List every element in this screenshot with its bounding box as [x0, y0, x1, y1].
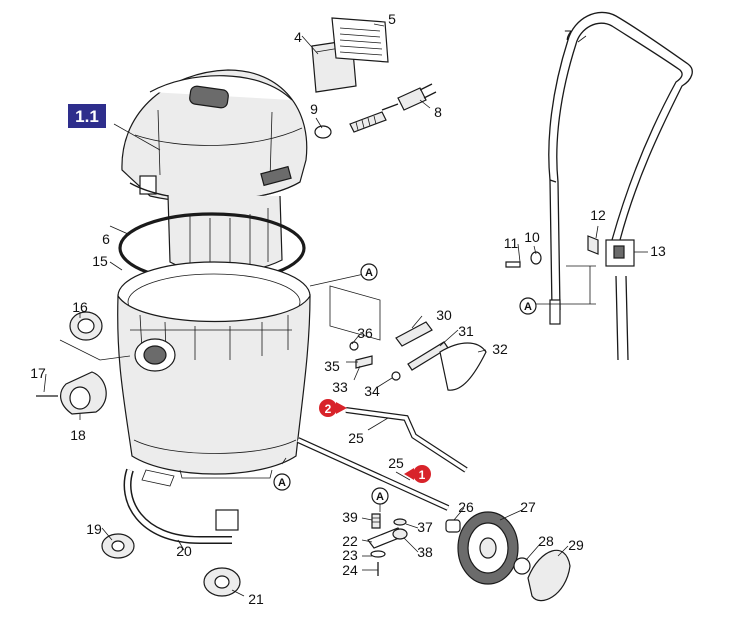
part-number: 11	[504, 235, 519, 251]
part-number: 27	[520, 499, 536, 515]
part-number: 37	[417, 519, 433, 535]
assembly-label-badge: 1.1	[68, 104, 106, 128]
reference-letter: A	[524, 301, 532, 313]
part-number: 19	[86, 521, 102, 537]
motor-head	[121, 69, 308, 274]
axle-rods	[296, 407, 468, 511]
part-number: 18	[70, 427, 86, 443]
side-brackets	[329, 285, 487, 391]
part-number: 35	[324, 358, 340, 374]
part-number: 15	[92, 253, 108, 269]
part-number: 39	[342, 509, 358, 525]
wheel-assembly	[445, 511, 571, 602]
part-number: 9	[310, 101, 318, 117]
part-number: 5	[388, 11, 396, 27]
part-number: 17	[30, 365, 46, 381]
reference-letter: A	[365, 267, 373, 279]
leader-lines	[43, 23, 648, 597]
reference-marker-1: A	[360, 263, 378, 281]
part-number: 13	[650, 243, 666, 259]
part-number: 28	[538, 533, 554, 549]
part-number: 25	[348, 430, 364, 446]
push-handle	[548, 11, 693, 361]
hose-coupling	[36, 311, 107, 415]
cable-clamp	[314, 111, 387, 139]
part-number: 22	[342, 533, 358, 549]
reference-marker-3: A	[273, 473, 291, 491]
hose-and-casters	[101, 468, 241, 597]
small-fasteners	[367, 513, 408, 576]
part-number: 32	[492, 341, 508, 357]
reference-letter: A	[278, 477, 286, 489]
cover-grille	[331, 17, 389, 63]
tank	[117, 261, 311, 479]
part-number: 12	[590, 207, 606, 223]
callout-badge-2: 2	[319, 399, 347, 417]
part-number: 25	[388, 455, 404, 471]
part-number: 20	[176, 543, 192, 559]
part-number: 7	[564, 27, 572, 43]
part-number: 8	[434, 104, 442, 120]
part-number: 31	[458, 323, 474, 339]
part-number: 38	[417, 544, 433, 560]
part-number: 10	[524, 229, 540, 245]
reference-marker-2: A	[519, 297, 537, 315]
part-number: 24	[342, 562, 358, 578]
power-plug	[381, 83, 437, 111]
part-number: 34	[364, 383, 380, 399]
part-number-labels: 4 5 6 7 8 9 10 11 12 13 15 16 17 18 19 2…	[30, 11, 666, 607]
part-number: 29	[568, 537, 584, 553]
part-number: 21	[248, 591, 264, 607]
callout-number: 2	[325, 402, 332, 416]
part-number: 36	[357, 325, 373, 341]
reference-marker-4: A	[371, 487, 389, 505]
assembly-label: 1.1	[75, 107, 99, 126]
part-number: 23	[342, 547, 358, 563]
part-number: 4	[294, 29, 302, 45]
part-number: 33	[332, 379, 348, 395]
part-number: 30	[436, 307, 452, 323]
reference-letter: A	[376, 491, 384, 503]
part-number: 6	[102, 231, 110, 247]
part-number: 26	[458, 499, 474, 515]
part-number: 16	[72, 299, 88, 315]
callout-badge-1: 1	[404, 465, 431, 483]
handle-screw	[505, 235, 599, 268]
callout-number: 1	[419, 468, 426, 482]
